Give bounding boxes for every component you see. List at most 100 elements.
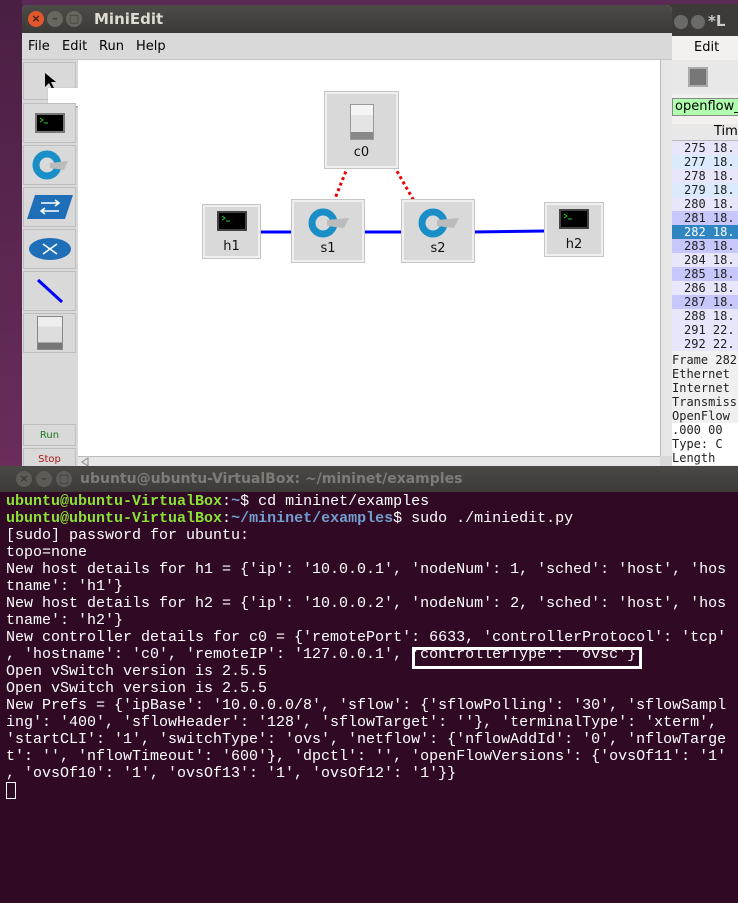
packet-row[interactable]: 281 18. — [672, 211, 738, 225]
display-filter-input[interactable]: openflow_v — [672, 98, 738, 116]
legacy-switch-tool[interactable] — [23, 187, 76, 227]
wireshark-titlebar: *L — [668, 4, 738, 36]
wireshark-window: *L Edit openflow_v Tim 275 18.277 18.278… — [668, 4, 738, 474]
packet-row[interactable]: 288 18. — [672, 309, 738, 323]
maximize-icon[interactable] — [691, 14, 705, 29]
column-header-time[interactable]: Tim — [672, 124, 738, 141]
output-line: tname': 'h2'} — [6, 612, 124, 629]
packet-row[interactable]: 280 18. — [672, 197, 738, 211]
wireshark-toolbar — [668, 60, 738, 94]
terminal-output[interactable]: ubuntu@ubuntu-VirtualBox:~$ cd mininet/e… — [6, 493, 736, 799]
control-link-c0-s1[interactable] — [332, 165, 350, 202]
output-line: topo=none — [6, 544, 88, 561]
terminal-icon — [559, 209, 589, 229]
scroll-left-icon[interactable] — [80, 457, 90, 467]
packet-detail-item[interactable]: Transmiss — [672, 395, 738, 409]
controller-node-c0[interactable]: c0 — [324, 91, 399, 169]
packet-row[interactable]: 285 18. — [672, 267, 738, 281]
switch-node-s2[interactable]: s2 — [401, 199, 475, 263]
output-line: ing': '400', 'sflowHeader': '128', 'sflo… — [6, 714, 718, 731]
terminal-window: × – □ ubuntu@ubuntu-VirtualBox: ~/minine… — [0, 466, 738, 903]
packet-row[interactable]: 278 18. — [672, 169, 738, 183]
horizontal-scrollbar[interactable] — [78, 456, 660, 468]
packet-row[interactable]: 291 22. — [672, 323, 738, 337]
toolbar: Run Stop — [22, 62, 88, 470]
host-node-h1[interactable]: h1 — [202, 204, 261, 259]
packet-row[interactable]: 287 18. — [672, 295, 738, 309]
packet-detail-item[interactable]: Frame 282 — [672, 353, 738, 367]
legacy-router-tool[interactable] — [23, 229, 76, 269]
link-icon — [36, 278, 63, 304]
openflow-switch-icon — [418, 208, 459, 238]
packet-row[interactable]: 279 18. — [672, 183, 738, 197]
menu-help[interactable]: Help — [136, 39, 166, 54]
packet-row[interactable]: 292 22. — [672, 337, 738, 351]
output-line: [sudo] password for ubuntu: — [6, 527, 250, 544]
control-link-c0-s2[interactable] — [392, 165, 416, 202]
close-icon[interactable]: × — [16, 471, 32, 487]
topology-canvas[interactable]: c0 h1 s1 s2 h2 — [78, 60, 660, 456]
host-node-h2[interactable]: h2 — [544, 202, 604, 257]
server-icon — [349, 104, 374, 140]
menu-run[interactable]: Run — [99, 39, 124, 54]
terminal-cursor — [6, 782, 16, 799]
openflow-switch-icon — [308, 208, 349, 238]
desktop-launcher-edge — [0, 0, 22, 470]
output-line: New host details for h1 = {'ip': '10.0.0… — [6, 561, 727, 578]
terminal-titlebar: × – □ ubuntu@ubuntu-VirtualBox: ~/minine… — [0, 466, 738, 492]
output-line: t': '', 'nflowTimeout': '600'}, 'dpctl':… — [6, 748, 727, 765]
output-line: , 'ovsOf10': '1', 'ovsOf13': '1', 'ovsOf… — [6, 765, 457, 782]
packet-row[interactable]: 283 18. — [672, 239, 738, 253]
output-line: New controller details for c0 = {'remote… — [6, 629, 727, 646]
link-tool[interactable] — [23, 271, 76, 311]
packet-row[interactable]: 277 18. — [672, 155, 738, 169]
output-line: tname': 'h1'} — [6, 578, 124, 595]
switch-tool[interactable] — [23, 145, 76, 185]
switch-node-s1[interactable]: s1 — [291, 199, 365, 263]
packet-detail-item[interactable]: Length — [672, 451, 738, 465]
packet-row[interactable]: 284 18. — [672, 253, 738, 267]
output-line: New host details for h2 = {'ip': '10.0.0… — [6, 595, 727, 612]
terminal-icon — [34, 113, 65, 133]
output-line: Open vSwitch version is 2.5.5 — [6, 680, 268, 697]
miniedit-titlebar: × – □ MiniEdit — [22, 5, 672, 33]
server-icon — [36, 316, 63, 350]
output-line: Open vSwitch version is 2.5.5 — [6, 663, 268, 680]
prompt-line: ubuntu@ubuntu-VirtualBox:~$ cd mininet/e… — [6, 493, 430, 510]
packet-row[interactable]: 282 18. — [672, 225, 738, 239]
link-s2-h2[interactable] — [472, 229, 546, 234]
miniedit-window: × – □ MiniEdit File Edit Run Help Run St… — [22, 5, 672, 470]
links-layer — [261, 165, 546, 234]
router-icon — [28, 238, 71, 260]
output-line: , 'hostname': 'c0', 'remoteIP': '127.0.0… — [6, 646, 637, 663]
vertical-scrollbar[interactable] — [660, 60, 672, 456]
output-line: 'startCLI': '1', 'switchType': 'ovs', 'n… — [6, 731, 727, 748]
packet-row[interactable]: 275 18. — [672, 141, 738, 155]
menu-bar: File Edit Run Help — [22, 33, 672, 60]
menu-file[interactable]: File — [28, 39, 50, 54]
controller-tool[interactable] — [23, 313, 76, 353]
output-line: New Prefs = {'ipBase': '10.0.0.0/8', 'sf… — [6, 697, 727, 714]
host-tool[interactable] — [23, 103, 76, 143]
pointer-icon — [44, 73, 56, 89]
terminal-icon — [216, 211, 247, 231]
menu-edit[interactable]: Edit — [62, 39, 88, 54]
packet-detail-item[interactable]: Type: C — [672, 437, 738, 451]
run-button[interactable]: Run — [23, 424, 76, 446]
packet-detail-item[interactable]: .000 00 — [672, 423, 738, 437]
maximize-icon[interactable]: □ — [56, 471, 72, 487]
wireshark-menu-edit[interactable]: Edit — [694, 40, 720, 55]
stop-capture-icon[interactable] — [688, 67, 708, 87]
minimize-icon[interactable] — [674, 14, 688, 29]
packet-detail-item[interactable]: OpenFlow 1 — [672, 409, 738, 423]
terminal-title: ubuntu@ubuntu-VirtualBox: ~/mininet/exam… — [80, 471, 463, 487]
maximize-icon[interactable]: □ — [66, 11, 82, 27]
prompt-line: ubuntu@ubuntu-VirtualBox:~/mininet/examp… — [6, 510, 574, 527]
packet-row[interactable]: 286 18. — [672, 281, 738, 295]
openflow-switch-icon — [32, 150, 68, 180]
close-icon[interactable]: × — [28, 11, 44, 27]
packet-detail-item[interactable]: Internet P — [672, 381, 738, 395]
minimize-icon[interactable]: – — [36, 471, 52, 487]
packet-detail-item[interactable]: Ethernet I — [672, 367, 738, 381]
minimize-icon[interactable]: – — [47, 11, 63, 27]
